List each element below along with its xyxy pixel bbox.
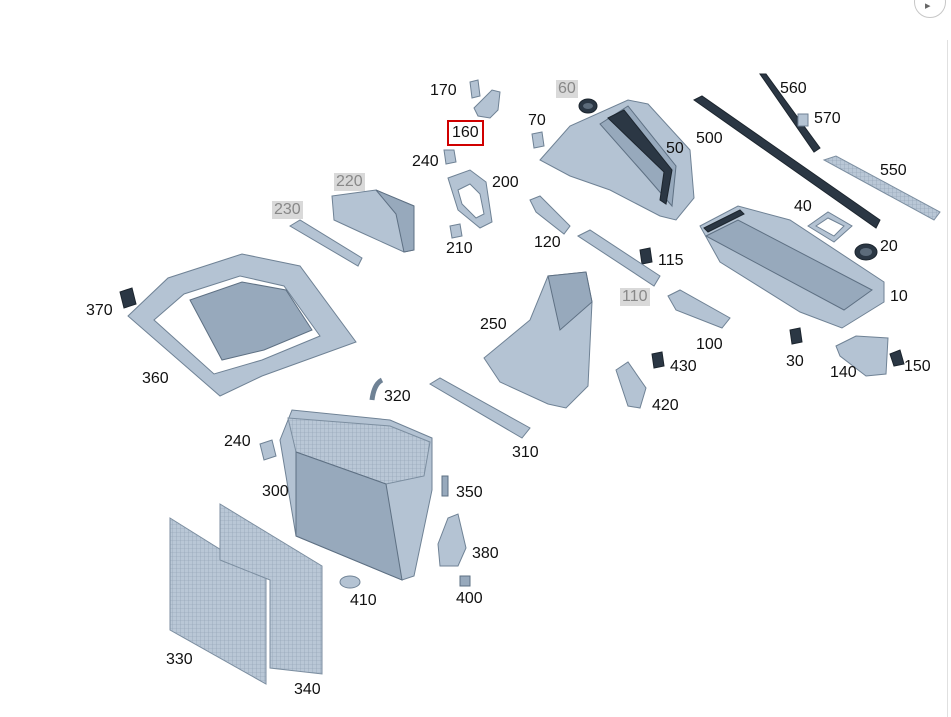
- callout-160[interactable]: 160: [447, 120, 484, 146]
- part-110-rail[interactable]: [577, 229, 661, 287]
- callout-570[interactable]: 570: [814, 110, 841, 127]
- callout-380[interactable]: 380: [472, 545, 499, 562]
- callout-140[interactable]: 140: [830, 364, 857, 381]
- part-310-strip[interactable]: [429, 377, 531, 439]
- callout-340[interactable]: 340: [294, 681, 321, 698]
- callout-230[interactable]: 230: [272, 201, 303, 219]
- part-560-seal[interactable]: [759, 73, 821, 153]
- part-550-seal-strip[interactable]: [822, 155, 941, 221]
- part-20-grommet[interactable]: [854, 243, 878, 261]
- part-60-grommet[interactable]: [578, 98, 598, 114]
- part-40-cover[interactable]: [807, 211, 853, 243]
- callout-360[interactable]: 360: [142, 370, 169, 387]
- callout-60[interactable]: 60: [556, 80, 578, 98]
- callout-40[interactable]: 40: [794, 198, 812, 215]
- callout-20[interactable]: 20: [880, 238, 898, 255]
- part-150-clip[interactable]: [889, 349, 905, 367]
- part-220-duct[interactable]: [331, 189, 415, 253]
- part-380-bracket[interactable]: [437, 513, 467, 567]
- callout-100[interactable]: 100: [696, 336, 723, 353]
- part-250-duct[interactable]: [483, 271, 593, 409]
- part-400-bolt[interactable]: [459, 575, 471, 587]
- callout-240-upper[interactable]: 240: [412, 153, 439, 170]
- part-170-bracket[interactable]: [473, 89, 501, 119]
- callout-300[interactable]: 300: [262, 483, 289, 500]
- callout-150[interactable]: 150: [904, 358, 931, 375]
- part-230-strip[interactable]: [289, 219, 363, 267]
- part-430-clip[interactable]: [651, 351, 665, 369]
- callout-350[interactable]: 350: [456, 484, 483, 501]
- callout-310[interactable]: 310: [512, 444, 539, 461]
- callout-500[interactable]: 500: [696, 130, 723, 147]
- part-500-seal-strip[interactable]: [693, 95, 881, 229]
- callout-70[interactable]: 70: [528, 112, 546, 129]
- callout-330[interactable]: 330: [166, 651, 193, 668]
- callout-170[interactable]: 170: [430, 82, 457, 99]
- part-360-lining[interactable]: [127, 253, 357, 397]
- part-140-duct[interactable]: [835, 335, 889, 377]
- part-10-cowl-lower[interactable]: [699, 205, 885, 329]
- part-320-hose[interactable]: [369, 377, 384, 401]
- callout-370[interactable]: 370: [86, 302, 113, 319]
- callout-410[interactable]: 410: [350, 592, 377, 609]
- part-50-cowl-panel[interactable]: [539, 99, 695, 221]
- callout-400[interactable]: 400: [456, 590, 483, 607]
- panel-divider: [947, 40, 948, 717]
- part-200-frame[interactable]: [447, 169, 493, 229]
- callout-210[interactable]: 210: [446, 240, 473, 257]
- part-570-clip[interactable]: [797, 113, 809, 127]
- callout-10[interactable]: 10: [890, 288, 908, 305]
- part-340-panel[interactable]: [219, 503, 323, 675]
- part-240-clip-lower[interactable]: [259, 439, 277, 461]
- callout-250[interactable]: 250: [480, 316, 507, 333]
- part-210-clip[interactable]: [449, 223, 463, 239]
- part-410-mount[interactable]: [339, 575, 361, 589]
- part-300-housing[interactable]: [279, 409, 433, 581]
- callout-550[interactable]: 550: [880, 162, 907, 179]
- callout-110[interactable]: 110: [620, 288, 650, 306]
- callout-320[interactable]: 320: [384, 388, 411, 405]
- callout-50[interactable]: 50: [666, 140, 684, 157]
- part-160-clip[interactable]: [469, 79, 481, 99]
- part-70-clip[interactable]: [531, 131, 545, 149]
- part-350-bolt[interactable]: [441, 475, 449, 497]
- part-370-clip[interactable]: [119, 287, 137, 309]
- part-115-clip[interactable]: [639, 247, 653, 265]
- callout-30[interactable]: 30: [786, 353, 804, 370]
- callout-560[interactable]: 560: [780, 80, 807, 97]
- callout-115[interactable]: 115: [658, 252, 684, 269]
- callout-200[interactable]: 200: [492, 174, 519, 191]
- part-120-bracket[interactable]: [529, 195, 571, 235]
- callout-220[interactable]: 220: [334, 173, 365, 191]
- part-240-clip-upper[interactable]: [443, 149, 457, 165]
- callout-240-lower[interactable]: 240: [224, 433, 251, 450]
- part-30-clip[interactable]: [789, 327, 803, 345]
- part-420-bracket[interactable]: [615, 361, 647, 409]
- callout-430[interactable]: 430: [670, 358, 697, 375]
- callout-120[interactable]: 120: [534, 234, 561, 251]
- callout-420[interactable]: 420: [652, 397, 679, 414]
- part-100-bracket[interactable]: [667, 289, 731, 329]
